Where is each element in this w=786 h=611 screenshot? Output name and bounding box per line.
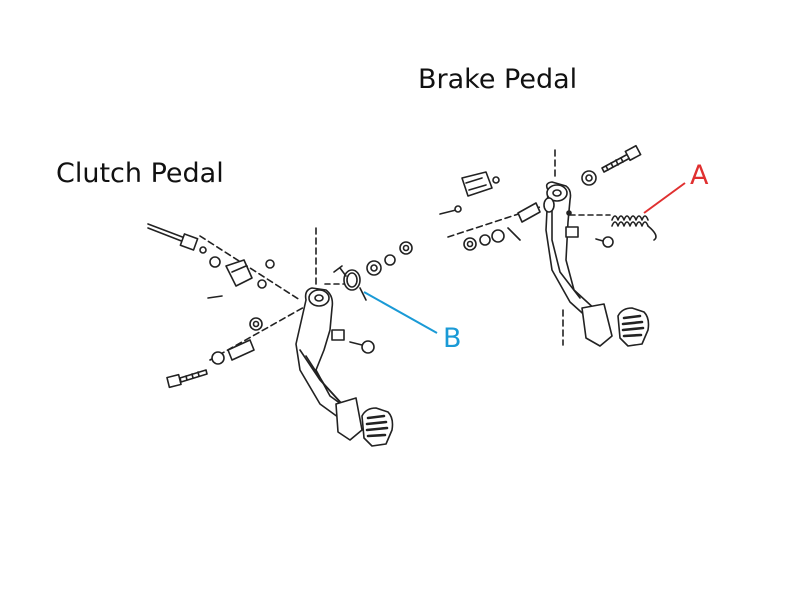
callout-a-leader [643, 182, 686, 214]
brake-return-spring [611, 215, 657, 241]
callout-b-leader [363, 291, 438, 334]
clutch-bushing [211, 317, 263, 365]
brake-pedal-arm [545, 181, 613, 347]
brake-bushing [517, 197, 555, 223]
callout-b-label: B [443, 323, 462, 354]
clutch-pedal-pad [361, 407, 394, 447]
brake-pedal-assembly [439, 144, 657, 347]
clutch-clevis [207, 256, 275, 299]
brake-clevis [439, 171, 500, 215]
clutch-pivot-bolt [166, 369, 208, 389]
brake-pedal-title: Brake Pedal [418, 64, 578, 95]
clutch-pushrod [147, 223, 207, 254]
brake-pivot-bolt [601, 144, 642, 173]
callout-a-label: A [690, 160, 709, 191]
clutch-assist-spring [333, 265, 367, 301]
clutch-pedal-arm [295, 287, 363, 441]
clutch-pedal-assembly [147, 223, 413, 447]
brake-pedal-pad [617, 307, 650, 347]
clutch-pedal-title: Clutch Pedal [56, 158, 224, 189]
